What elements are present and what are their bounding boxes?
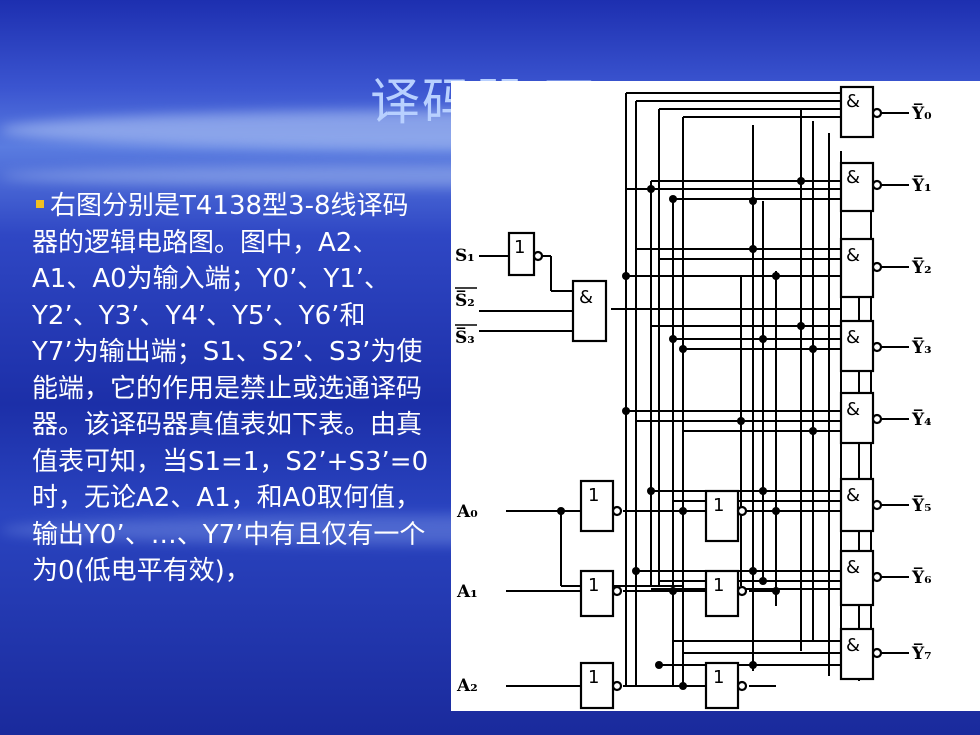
svg-text:&: & xyxy=(846,167,860,188)
input-label-s3: S̅₃ xyxy=(455,327,475,348)
inversion-bubble xyxy=(532,250,544,262)
decoder-schematic: 1 & 1 1 1 1 1 1 xyxy=(455,85,932,710)
svg-text:&: & xyxy=(846,557,860,578)
output-labels: Y̅₀ Y̅₁ Y̅₂ Y̅₃ Y̅₄ Y̅₅ Y̅₆ Y̅₇ xyxy=(911,103,932,664)
svg-text:&: & xyxy=(846,635,860,656)
address-wiring xyxy=(506,510,776,687)
svg-text:1: 1 xyxy=(713,575,724,596)
svg-text:1: 1 xyxy=(588,485,599,506)
input-label-s1: S₁ xyxy=(455,246,475,266)
input-label-a0: A₀ xyxy=(456,502,478,522)
svg-text:Y̅₀: Y̅₀ xyxy=(911,103,932,124)
body-paragraph: 右图分别是T4138型3-8线译码器的逻辑电路图。图中，A2、A1、A0为输入端… xyxy=(32,191,429,586)
svg-text:Y̅₃: Y̅₃ xyxy=(911,337,932,358)
and-symbol: & xyxy=(579,287,593,308)
svg-text:Y̅₅: Y̅₅ xyxy=(911,495,932,516)
svg-text:Y̅₁: Y̅₁ xyxy=(911,175,932,196)
enable-wiring xyxy=(479,255,573,332)
svg-text:Y̅₆: Y̅₆ xyxy=(911,567,932,588)
svg-text:1: 1 xyxy=(588,575,599,596)
svg-text:1: 1 xyxy=(588,667,599,688)
svg-text:&: & xyxy=(846,399,860,420)
svg-text:Y̅₇: Y̅₇ xyxy=(911,643,932,664)
svg-text:Y̅₂: Y̅₂ xyxy=(911,257,932,278)
svg-text:&: & xyxy=(846,485,860,506)
input-label-s2: S̅₂ xyxy=(455,290,475,311)
address-inverter-labels: 1 1 1 1 1 1 xyxy=(588,485,724,688)
svg-text:&: & xyxy=(846,327,860,348)
svg-text:Y̅₄: Y̅₄ xyxy=(911,409,932,430)
svg-text:&: & xyxy=(846,245,860,266)
output-lines xyxy=(879,112,909,654)
enable-and-gate xyxy=(571,279,608,343)
gate-feed-lines xyxy=(611,92,841,666)
svg-text:1: 1 xyxy=(713,667,724,688)
junction-dots xyxy=(557,177,817,690)
input-label-a2: A₂ xyxy=(456,676,478,696)
bullet-icon xyxy=(36,200,44,208)
body-text: 右图分别是T4138型3-8线译码器的逻辑电路图。图中，A2、A1、A0为输入端… xyxy=(32,188,432,590)
enable-inverter-gate xyxy=(507,231,536,277)
input-label-a1: A₁ xyxy=(456,582,478,602)
output-gate-labels: & & & & & & & & xyxy=(846,91,860,656)
inverter-symbol: 1 xyxy=(514,237,525,258)
svg-text:1: 1 xyxy=(713,495,724,516)
address-inverter-gates xyxy=(579,479,748,710)
logic-circuit-diagram: 1 & 1 1 1 1 1 1 xyxy=(451,81,980,711)
svg-text:&: & xyxy=(846,91,860,112)
output-and-gates xyxy=(839,85,883,681)
